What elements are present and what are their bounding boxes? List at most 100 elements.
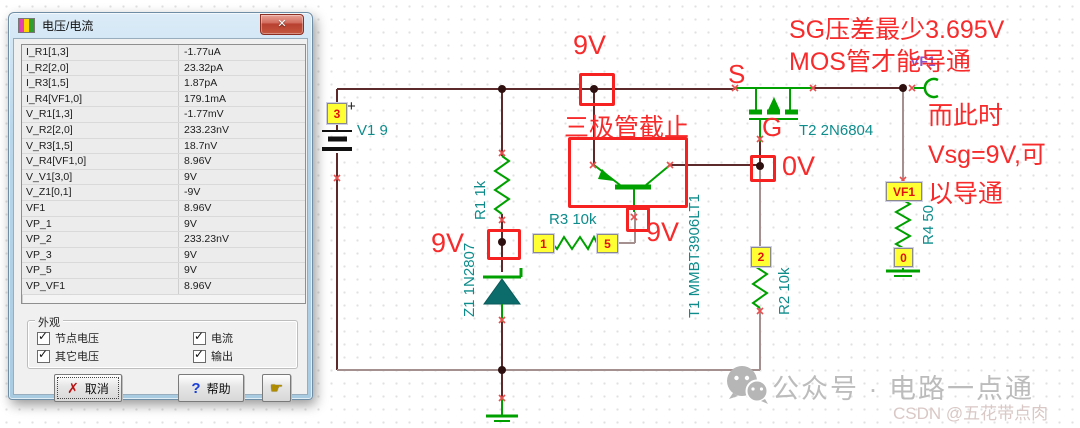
resistor-r2-label: R2 10k <box>776 267 793 315</box>
top-node-highlight-box <box>579 73 615 106</box>
row-value: 23.32pA <box>178 60 305 76</box>
base-voltage-annotation: 9V <box>646 217 680 247</box>
row-value: -9V <box>178 185 305 200</box>
bjt-cutoff-note: 三极管截止 <box>564 114 690 142</box>
options-groupbox: 外观 节点电压 电流 其它电压 输出 <box>27 314 298 369</box>
csdn-watermark-text: CSDN @五花带点肉 <box>893 404 1049 423</box>
row-name: I_R1[1,3] <box>26 46 69 58</box>
resistor-r1-label: R1 1k <box>472 180 489 220</box>
mos-note-line5: 以导通 <box>928 180 1004 208</box>
checkbox-other-voltage[interactable]: 其它电压 <box>37 348 99 364</box>
wechat-icon <box>727 366 769 404</box>
mosfet-t2-label: T2 2N6804 <box>799 122 874 139</box>
gate-voltage-annotation: 0V <box>782 151 816 181</box>
row-value: 233.23nV <box>178 232 305 247</box>
node-1-box[interactable]: 1 <box>533 234 554 253</box>
row-name: V_R4[VF1,0] <box>26 155 87 168</box>
help-question-icon: ? <box>191 379 201 397</box>
voltage-probe-label[interactable]: VF1 <box>910 53 936 69</box>
row-name: V_R3[1,5] <box>26 139 73 152</box>
checkbox-node-voltage-box[interactable] <box>37 331 50 345</box>
row-value: -1.77mV <box>178 107 305 122</box>
row-value: 18.7nV <box>178 138 305 154</box>
row-value: -1.77uA <box>178 45 305 60</box>
transistor-t1-label: T1 MMBT3906LT1 <box>686 194 703 318</box>
source-pin-label: S <box>728 59 746 89</box>
table-row: I_R1[1,3] -1.77uA <box>22 45 305 61</box>
table-row: V_R3[1,5] 18.7nV <box>22 138 305 155</box>
dialog-titlebar[interactable]: 电压/电流 ✕ <box>9 13 312 38</box>
row-value: 1.87pA <box>178 76 305 91</box>
checkbox-current-label: 电流 <box>211 333 233 345</box>
close-button[interactable]: ✕ <box>260 14 304 35</box>
table-row: V_R1[1,3] -1.77mV <box>22 107 305 123</box>
row-value: 8.96V <box>178 154 305 169</box>
table-row: V_R2[2,0]233.23nV <box>22 122 305 139</box>
zener-voltage-annotation: 9V <box>431 228 465 258</box>
table-row: I_R2[2,0] 23.32pA <box>22 60 305 77</box>
cancel-button-label: 取消 <box>84 381 109 396</box>
battery-v1-label: V1 9 <box>357 122 388 139</box>
pointing-hand-icon: ☛ <box>269 380 284 397</box>
checkbox-other-voltage-box[interactable] <box>37 349 50 363</box>
table-row: VP_5 9V <box>22 263 305 279</box>
battery-plus-sign: + <box>347 98 356 115</box>
voltage-current-dialog: 电压/电流 ✕ I_R1[1,3] -1.77uA I_R2[2,0] 23.32pA… <box>8 12 313 402</box>
battery-v1[interactable] <box>322 130 352 151</box>
row-name: VP_2 <box>26 233 52 246</box>
table-row: V_R4[VF1,0] 8.96V <box>22 154 305 170</box>
resistor-r4-label: R4 50 <box>920 204 937 245</box>
resistor-r3[interactable] <box>551 234 598 251</box>
table-row: I_R3[1,5] 1.87pA <box>22 76 305 92</box>
table-row: V_V1[3,0]9V <box>22 169 305 186</box>
ground-symbol-left[interactable] <box>486 398 518 422</box>
row-name: I_R3[1,5] <box>26 77 69 90</box>
pointer-hand-button[interactable]: ☛ <box>262 374 291 402</box>
row-name: I_R2[2,0] <box>26 61 69 74</box>
resistor-r4[interactable] <box>893 199 913 249</box>
node-vf1-box[interactable]: VF1 <box>886 182 922 201</box>
checkbox-output[interactable]: 输出 <box>193 348 233 364</box>
row-name: I_R4[VF1,0] <box>26 92 83 105</box>
row-value: 179.1mA <box>178 91 305 107</box>
transistor-highlight-box <box>568 137 688 208</box>
cancel-button[interactable]: ✗ 取消 <box>54 374 122 402</box>
base-node-highlight-box <box>626 207 650 232</box>
checkbox-current-box[interactable] <box>193 331 206 345</box>
node-2-box[interactable]: 2 <box>751 247 771 267</box>
checkbox-node-voltage[interactable]: 节点电压 <box>37 330 99 346</box>
row-value: 8.96V <box>178 200 305 216</box>
mos-note-line1: SG压差最少3.695V <box>789 16 1005 44</box>
checkbox-current[interactable]: 电流 <box>193 330 233 346</box>
gate-pin-label: G <box>762 112 783 142</box>
mos-note-line2: MOS管才能导通 <box>789 48 971 76</box>
zener-z1[interactable] <box>483 268 523 322</box>
table-row: VP_2 233.23nV <box>22 232 305 248</box>
help-button[interactable]: ? 帮助 <box>178 374 244 402</box>
row-name: V_R1[1,3] <box>26 108 73 121</box>
node-0-box[interactable]: 0 <box>894 248 913 267</box>
checkbox-output-box[interactable] <box>193 349 206 363</box>
checkbox-node-voltage-label: 节点电压 <box>55 333 99 345</box>
app-icon <box>18 18 35 33</box>
table-row: V_Z1[0,1]-9V <box>22 185 305 201</box>
node-3-box[interactable]: 3 <box>327 103 347 124</box>
row-name: V_R2[2,0] <box>26 123 73 136</box>
row-value: 8.96V <box>178 278 305 294</box>
row-name: VP_1 <box>26 217 52 230</box>
row-value: 9V <box>178 169 305 185</box>
row-value: 9V <box>178 263 305 278</box>
resistor-r1[interactable] <box>493 155 511 215</box>
zener-node-highlight-box <box>487 229 521 260</box>
row-name: VP_5 <box>26 264 52 277</box>
output-terminal[interactable] <box>914 77 939 99</box>
node-5-box[interactable]: 5 <box>597 234 618 253</box>
dialog-title: 电压/电流 <box>42 19 94 33</box>
